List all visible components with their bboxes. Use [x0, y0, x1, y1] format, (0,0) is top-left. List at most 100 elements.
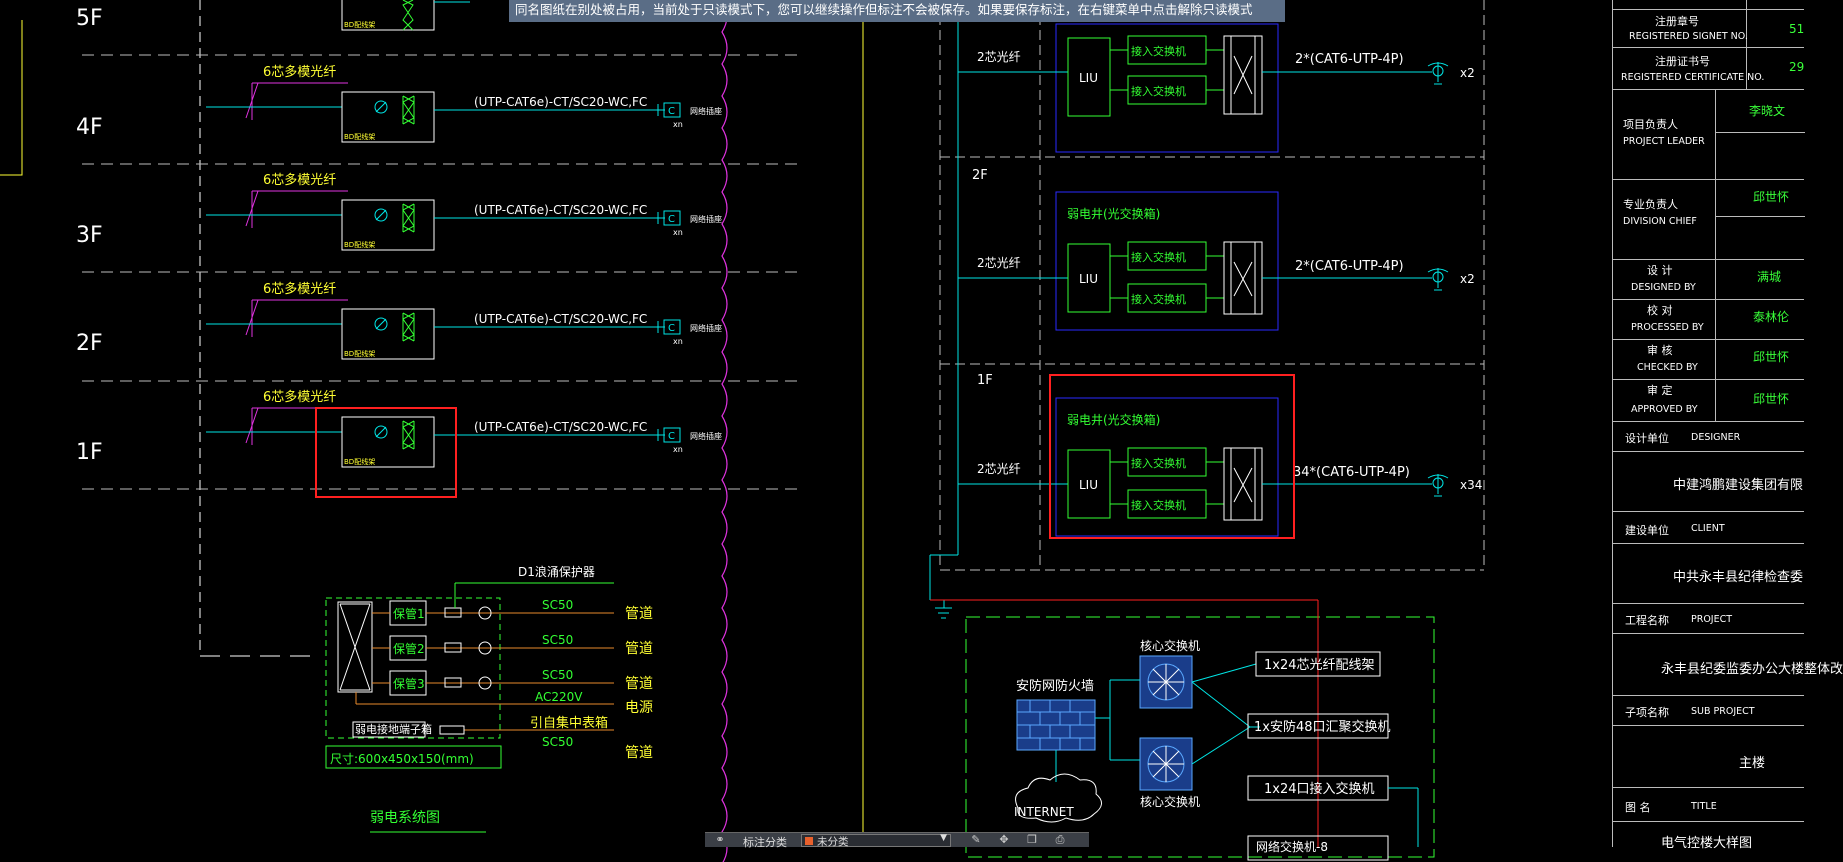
tb-subproject-value: 主楼	[1613, 726, 1804, 788]
floor-label-1f: 1F	[76, 440, 103, 465]
floor-5f-partial: BD配线架	[341, 0, 470, 31]
svg-text:保管3: 保管3	[393, 676, 425, 691]
svg-text:弱电井(光交换箱): 弱电井(光交换箱)	[1067, 206, 1160, 221]
svg-text:网络插座: 网络插座	[690, 106, 722, 116]
move-icon[interactable]: ✥	[999, 833, 1009, 846]
category-color-swatch	[805, 837, 813, 845]
floor-separators	[82, 54, 800, 490]
svg-text:2芯光纤: 2芯光纤	[977, 256, 1021, 270]
title-block: 注册章号 REGISTERED SIGNET NO. 51 注册证书号 REGI…	[1612, 0, 1843, 851]
svg-text:LIU: LIU	[1079, 272, 1098, 286]
floor-label-right-1f: 1F	[977, 373, 993, 388]
svg-text:管道: 管道	[625, 745, 653, 761]
svg-text:INTERNET: INTERNET	[1014, 805, 1074, 819]
tb-client-header: 建设单位 CLIENT	[1613, 512, 1804, 544]
core-switch-icon-bottom	[1139, 737, 1193, 791]
chevron-down-icon: ▼	[940, 833, 947, 843]
svg-text:SC50: SC50	[542, 735, 573, 749]
svg-text:网络插座: 网络插座	[690, 431, 722, 441]
highlight-1f-bd-box[interactable]	[315, 407, 457, 498]
tb-title-value: 电气控楼大样图	[1661, 836, 1753, 851]
tb-row-signet: 注册章号 REGISTERED SIGNET NO. 51	[1613, 10, 1804, 48]
floor-label-2f: 2F	[76, 331, 103, 356]
svg-text:LIU: LIU	[1079, 71, 1098, 85]
svg-text:SC50: SC50	[542, 633, 573, 647]
tb-row-checked: 审 核 CHECKED BY 邱世怀	[1613, 340, 1804, 380]
svg-text:(UTP-CAT6e)-CT/SC20-WC,FC: (UTP-CAT6e)-CT/SC20-WC,FC	[474, 420, 647, 434]
svg-text:网络插座: 网络插座	[690, 323, 722, 333]
svg-text:1x24口接入交换机: 1x24口接入交换机	[1264, 781, 1375, 797]
tb-title-header: 图 名 TITLE	[1613, 788, 1804, 822]
internet-cloud-icon	[1015, 773, 1102, 823]
svg-text:接入交换机: 接入交换机	[1131, 250, 1186, 264]
svg-text:D1浪涌保护器: D1浪涌保护器	[518, 564, 595, 579]
floor-label-right-2f: 2F	[972, 168, 988, 183]
floor-row-1f: 6芯多模光纤 BD配线架 (UTP-CAT6e)-CT/SC20-WC,FC C…	[206, 389, 722, 468]
cabinet-3f-partial: 2芯光纤 LIU 接入交换机 接入交换机 2*(CAT6-UTP-4P) x2	[958, 23, 1475, 153]
right-riser-frame	[939, 0, 1485, 571]
svg-text:安防网防火墙: 安防网防火墙	[1016, 678, 1094, 694]
svg-text:xn: xn	[673, 445, 683, 454]
svg-text:C: C	[668, 323, 675, 334]
svg-text:x34: x34	[1460, 478, 1482, 492]
highlight-1f-cabinet[interactable]	[1049, 374, 1295, 539]
svg-text:弱电系统图: 弱电系统图	[370, 810, 440, 826]
svg-text:弱电接地端子箱: 弱电接地端子箱	[355, 722, 432, 736]
svg-text:(UTP-CAT6e)-CT/SC20-WC,FC: (UTP-CAT6e)-CT/SC20-WC,FC	[474, 203, 647, 217]
svg-text:BD配线架: BD配线架	[344, 132, 375, 141]
copy-icon[interactable]: ❐	[1027, 833, 1037, 846]
svg-text:C: C	[668, 214, 675, 225]
svg-text:引自集中表箱: 引自集中表箱	[530, 715, 608, 731]
svg-text:尺寸:600x450x150(mm): 尺寸:600x450x150(mm)	[330, 752, 474, 766]
svg-text:SC50: SC50	[542, 668, 573, 682]
svg-text:LIU: LIU	[1079, 478, 1098, 492]
floor-row-2f: 6芯多模光纤 BD配线架 (UTP-CAT6e)-CT/SC20-WC,FC C…	[206, 281, 722, 360]
svg-text:管道: 管道	[625, 641, 653, 657]
svg-text:接入交换机: 接入交换机	[1131, 498, 1186, 512]
svg-text:6芯多模光纤: 6芯多模光纤	[263, 389, 336, 405]
svg-text:6芯多模光纤: 6芯多模光纤	[263, 172, 336, 188]
svg-text:xn: xn	[673, 120, 683, 129]
svg-text:x2: x2	[1460, 272, 1475, 286]
svg-text:BD配线架: BD配线架	[344, 457, 375, 466]
svg-text:(UTP-CAT6e)-CT/SC20-WC,FC: (UTP-CAT6e)-CT/SC20-WC,FC	[474, 312, 647, 326]
print-icon[interactable]: ⎙	[1055, 833, 1065, 846]
svg-text:SC50: SC50	[542, 598, 573, 612]
svg-text:2*(CAT6-UTP-4P): 2*(CAT6-UTP-4P)	[1295, 52, 1404, 67]
cabinet-2f: 弱电井(光交换箱) 2芯光纤 LIU 接入交换机 接入交换机 2*(CAT6-U…	[958, 191, 1475, 331]
pen-icon[interactable]: ✎	[971, 833, 981, 846]
tb-row-approved: 审 定 APPROVED BY 邱世怀	[1613, 380, 1804, 422]
left-edge-bracket	[0, 20, 23, 176]
svg-text:2*(CAT6-UTP-4P): 2*(CAT6-UTP-4P)	[1295, 259, 1404, 274]
svg-text:接入交换机: 接入交换机	[1131, 456, 1186, 470]
svg-text:1x安防48口汇聚交换机: 1x安防48口汇聚交换机	[1254, 719, 1391, 735]
tb-row-processed: 校 对 PROCESSED BY 泰林伦	[1613, 300, 1804, 340]
tb-row-division-chief: 专业负责人 DIVISION CHIEF 邱世怀	[1613, 180, 1805, 260]
annotation-category-select[interactable]: 未分类 ▼	[801, 833, 951, 848]
svg-text:电源: 电源	[625, 700, 653, 716]
tb-row-certificate: 注册证书号 REGISTERED CERTIFICATE NO. 29	[1613, 48, 1804, 90]
tb-project-value: 永丰县纪委监委办公大楼整体改	[1613, 634, 1843, 696]
svg-text:C: C	[668, 431, 675, 442]
svg-text:网络交换机-8: 网络交换机-8	[1256, 839, 1328, 854]
readonly-notice-banner: 同名图纸在别处被占用，当前处于只读模式下，您可以继续操作但标注不会被保存。如果要…	[509, 0, 1285, 22]
cad-drawing-canvas[interactable]: 5F 4F 3F 2F 1F BD配线架 6芯多模光纤 BD配线架 (UTP-C…	[0, 0, 1804, 862]
floor-label-4f: 4F	[76, 115, 103, 140]
svg-text:接入交换机: 接入交换机	[1131, 292, 1186, 306]
annotation-category-label: 标注分类	[743, 836, 787, 849]
svg-text:2芯光纤: 2芯光纤	[977, 50, 1021, 64]
tb-designer-header: 设计单位 DESIGNER	[1613, 422, 1804, 452]
cabinet-1f: 弱电井(光交换箱) 2芯光纤 LIU 接入交换机 接入交换机 34*(CAT6-…	[958, 397, 1482, 537]
svg-text:保管1: 保管1	[393, 606, 425, 621]
tb-project-header: 工程名称 PROJECT	[1613, 604, 1804, 634]
core-switch-icon-top	[1139, 655, 1193, 709]
svg-text:管道: 管道	[625, 606, 653, 622]
cloud-link-icon[interactable]: ⚭	[715, 833, 725, 846]
tb-subproject-header: 子项名称 SUB PROJECT	[1613, 696, 1804, 726]
svg-text:管道: 管道	[625, 676, 653, 692]
floor-row-3f: 6芯多模光纤 BD配线架 (UTP-CAT6e)-CT/SC20-WC,FC C…	[206, 172, 722, 251]
tb-row-project-leader: 项目负责人 PROJECT LEADER 李晓文	[1613, 90, 1805, 180]
svg-text:AC220V: AC220V	[535, 690, 583, 704]
svg-text:弱电井(光交换箱): 弱电井(光交换箱)	[1067, 412, 1160, 427]
svg-text:接入交换机: 接入交换机	[1131, 44, 1186, 58]
